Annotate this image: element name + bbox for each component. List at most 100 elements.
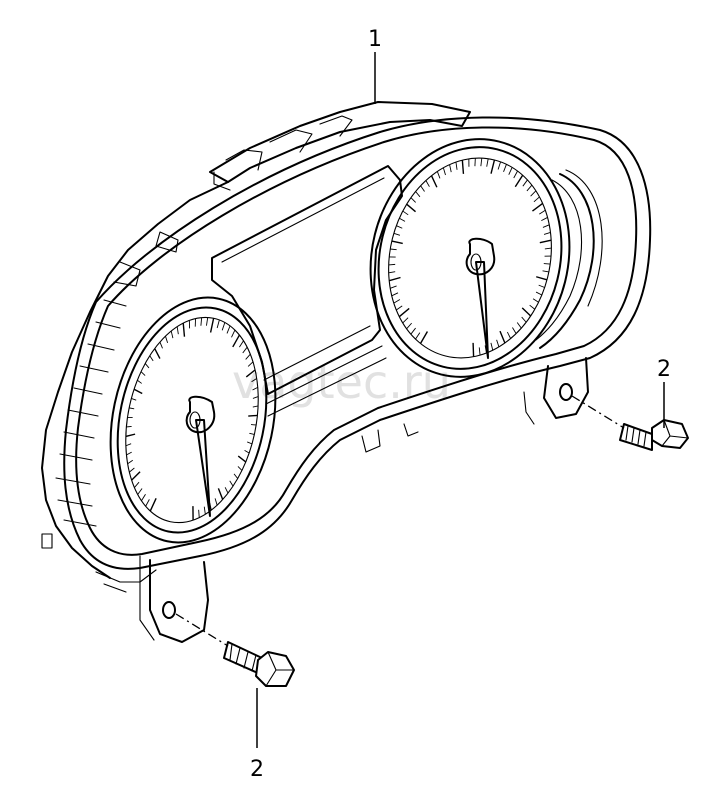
gauge-tick [214,498,218,506]
gauge-tick [231,329,236,338]
gauge-tick [449,164,452,173]
gauge-tick [478,347,481,356]
right-gauge-needle [475,261,489,359]
gauge-tick [245,369,256,378]
gauge-tick [200,317,203,326]
gauge-tick [415,191,421,198]
gauge-tick [245,353,251,360]
gauge-tick [390,285,397,289]
gauge-tick [399,217,406,222]
gauge-tick [393,299,401,304]
gauge-tick [176,326,179,335]
gauge-tick [393,232,401,236]
gauge-tick [182,323,186,337]
gauge-tick [206,317,209,326]
left-gauge [109,296,277,544]
gauge-tick [396,225,403,229]
gauge-tick [129,407,135,410]
gauge-tick [513,170,518,179]
gauge-tick [521,307,532,317]
gauge-tick [410,327,416,335]
gauge-tick [154,348,161,359]
gauge-tick [247,441,253,445]
gauge-tick [544,247,552,250]
gauge-tick [131,398,137,401]
gauge-tick [521,316,527,323]
gauge-tick [541,217,548,222]
gauge-tick [137,488,143,495]
gauge-tick [209,318,215,333]
gauge-tick [539,209,546,215]
left-mounting-bracket [149,559,209,643]
gauge-tick [159,341,163,349]
callout-1: 1 [368,27,382,52]
gauge-tick [410,197,416,203]
gauge-tick [512,327,517,334]
gauge-tick [247,361,254,367]
gauge-tick [496,339,500,348]
gauge-tick [198,509,200,518]
gauge-tick [486,158,489,167]
gauge-tick [406,203,416,213]
gauge-tick [226,325,231,334]
rear-housing [209,101,471,183]
gauge-tick [149,498,157,512]
gauge-tick [516,322,522,329]
left-gauge-scale [125,317,259,521]
gauge-tick [133,388,143,395]
gauge-tick [539,239,552,244]
gauge-tick [538,284,545,288]
gauge-tick [532,202,544,212]
outer-bezel [63,116,652,570]
gauge-tick [224,487,229,494]
gauge-tick [249,432,255,435]
gauge-tick [125,433,136,438]
gauge-tick [442,167,446,176]
gauge-tick [237,466,243,471]
gauge-tick [522,179,528,187]
callout-2-right: 2 [657,357,671,382]
gauge-tick [536,276,548,281]
gauge-tick [480,158,483,167]
gauge-tick [126,451,132,456]
gauge-tick [251,378,257,383]
gauge-tick [461,160,465,174]
gauge-tick [530,190,537,197]
gauge-tick [535,291,543,296]
gauge-tick [127,459,134,465]
gauge-tick [145,499,150,507]
gauge-tick [252,386,258,391]
left-gauge-needle [195,419,211,517]
gauge-tick [430,175,438,188]
gauge-tick [252,396,259,399]
gauge-tick [221,322,226,331]
gauge-tick [526,184,533,192]
gauge-tick [396,305,403,311]
gauge-tick [472,342,475,357]
gauge-tick [388,263,396,266]
gauge-tick [529,304,536,310]
instrument-cluster [41,101,652,643]
gauge-tick [137,379,142,384]
gauge-tick [252,405,259,408]
gauge-tick [543,232,551,235]
gauge-tick [248,414,258,417]
gauge-tick [406,322,412,330]
gauge-tick [514,174,524,188]
right-mounting-bracket [543,357,589,419]
gauge-tick [129,467,135,473]
gauge-tick [170,330,174,339]
right-gauge-scale [388,158,552,357]
gauge-tick [542,224,550,228]
gauge-tick [388,271,396,274]
gauge-tick [415,332,421,340]
gauge-tick [542,270,549,273]
gauge-tick [425,180,430,187]
gauge-tick [391,292,399,297]
gauge-tick [149,355,154,362]
gauge-tick [389,276,401,282]
gauge-tick [503,164,507,172]
gauge-tick [131,471,141,481]
gauge-tick [533,196,540,203]
